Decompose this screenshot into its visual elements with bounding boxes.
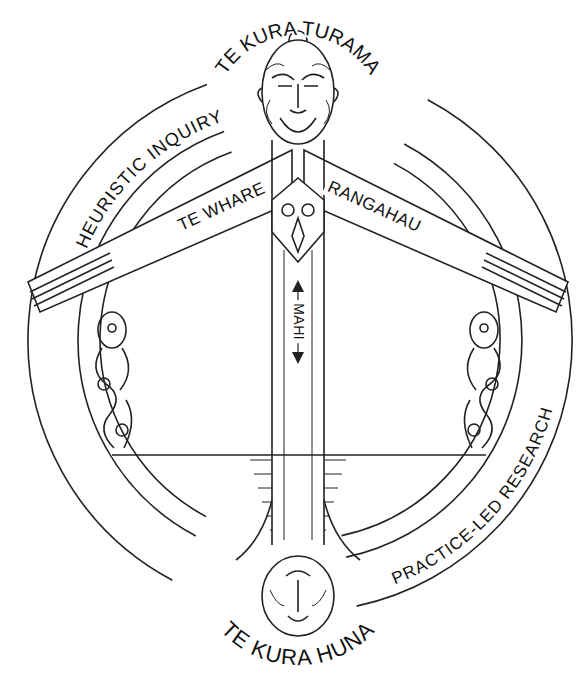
ring-arc [78, 131, 224, 536]
manaia-figure [96, 312, 132, 448]
body-inner [284, 250, 312, 540]
method-arc: HEURISTIC INQUIRY [72, 106, 226, 251]
wing-stripe [32, 260, 112, 299]
beard [280, 118, 316, 132]
manaia-spiral [98, 378, 110, 390]
manaia-figure [464, 312, 500, 448]
wing-stripe [34, 267, 114, 306]
manaia-limb [120, 348, 132, 448]
brow [272, 74, 324, 80]
title-arc: TE KURA TURAMA [211, 17, 386, 79]
manaia-body [96, 348, 116, 448]
hatch [324, 474, 342, 475]
hatch [324, 502, 334, 503]
flare [236, 500, 360, 560]
body-outline [272, 140, 324, 545]
hatch [258, 488, 272, 489]
hatch [254, 474, 272, 475]
hatch [266, 516, 272, 517]
right-wing [304, 150, 568, 312]
arrowhead [292, 352, 304, 364]
hatch [324, 460, 346, 461]
hatch [324, 516, 330, 517]
method-arc: PRACTICE-LED RESEARCH [389, 404, 557, 588]
wing-stripe [30, 253, 110, 292]
ears [258, 88, 338, 102]
chest-mask [272, 178, 324, 262]
nose [290, 84, 306, 113]
ring-arc [357, 100, 573, 606]
manaia-spiral [486, 378, 498, 390]
hatch [262, 502, 272, 503]
title-arc: TE KURA HUNA [217, 616, 380, 670]
manaia-limb [464, 348, 476, 448]
mahi-label: MAHI [290, 300, 305, 343]
manaia-body [480, 348, 500, 448]
wing-stripe [484, 260, 564, 299]
chest-beak [292, 218, 304, 252]
arrowhead [292, 280, 304, 292]
bottom-face [286, 571, 310, 621]
method-arc: PRACTICE-LED RESEARCH [389, 404, 557, 588]
method-arc: HEURISTIC INQUIRY [72, 106, 226, 251]
bottom-head [262, 556, 334, 636]
hatch [270, 530, 272, 531]
hatch [324, 530, 326, 531]
hatch [324, 488, 338, 489]
top-head [262, 40, 334, 144]
hatch [250, 460, 272, 461]
ground-line [112, 454, 486, 456]
chest-eye [302, 204, 314, 216]
title-arc: TE KURA HUNA [217, 616, 380, 670]
moko [266, 64, 330, 124]
bottom-moko [270, 590, 326, 606]
ring-arc [28, 84, 207, 580]
left-wing [28, 150, 292, 312]
wing-stripe [486, 253, 566, 292]
manaia-head [470, 312, 498, 348]
title-arc: TE KURA TURAMA [211, 17, 386, 79]
manaia-spiral [468, 424, 480, 436]
manaia-eye [480, 324, 488, 332]
wing-stripe [482, 267, 562, 306]
chest-eye [282, 204, 294, 216]
manaia-head [98, 312, 126, 348]
manaia-eye [108, 324, 116, 332]
manaia-spiral [116, 424, 128, 436]
